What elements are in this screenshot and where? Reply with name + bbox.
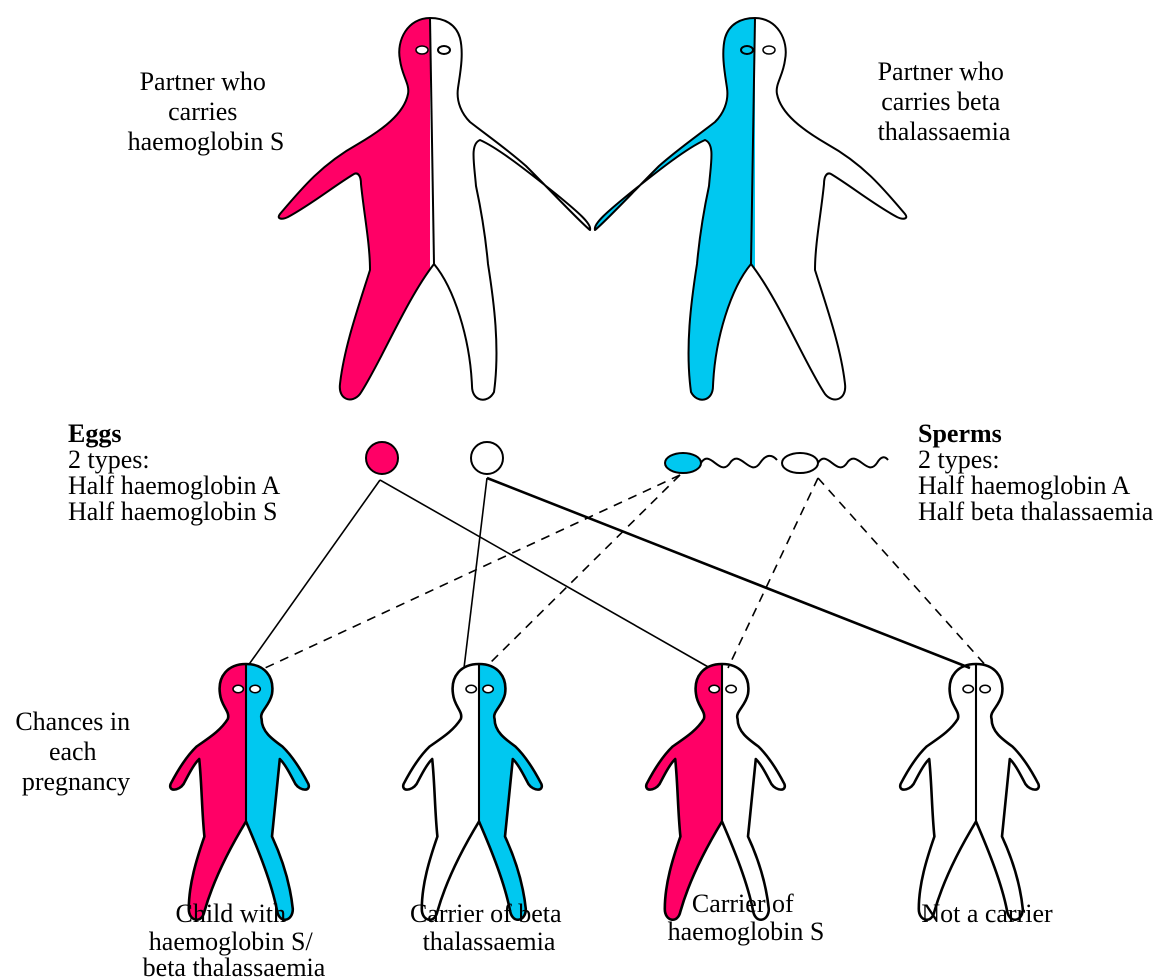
line-egg-hbs-to-child3: [380, 480, 710, 668]
sperm-hba: [782, 453, 888, 473]
child-hbs-carrier-label: Carrier of haemoglobin S: [668, 889, 825, 946]
egg-hba: [471, 442, 503, 474]
egg-hbs: [366, 442, 398, 474]
child-hbs-beta-thal-figure: [155, 658, 337, 933]
child-beta-thal-carrier-label: Carrier of beta thalassaemia: [410, 899, 568, 956]
child-beta-thal-carrier-figure: [403, 658, 570, 933]
parent-hbs-label: Partner who carries haemoglobin S: [128, 67, 285, 156]
parent-beta-thal-figure: [585, 8, 906, 428]
line-sperm-beta-to-child1: [265, 475, 680, 668]
line-sperm-beta-to-child2: [485, 475, 680, 668]
line-egg-hba-to-child2: [464, 478, 487, 668]
child-non-carrier-label: Not a carrier: [921, 899, 1053, 928]
child-non-carrier-figure: [900, 664, 1039, 920]
parent-hbs-figure: [260, 8, 590, 428]
chances-label: Chances in each pregnancy: [15, 707, 136, 796]
inheritance-lines: [245, 475, 988, 670]
line-sperm-hba-to-child3: [728, 478, 818, 668]
eggs-label: Eggs 2 types: Half haemoglobin A Half ha…: [68, 419, 285, 526]
sperm-beta-thal: [665, 453, 777, 473]
parent-beta-thal-label: Partner who carries beta thalassaemia: [878, 57, 1011, 146]
sperms-label: Sperms 2 types: Half haemoglobin A Half …: [918, 419, 1154, 526]
child-hbs-beta-thal-label: Child with haemoglobin S/ beta thalassae…: [143, 899, 326, 980]
line-egg-hba-to-child4: [487, 478, 970, 668]
